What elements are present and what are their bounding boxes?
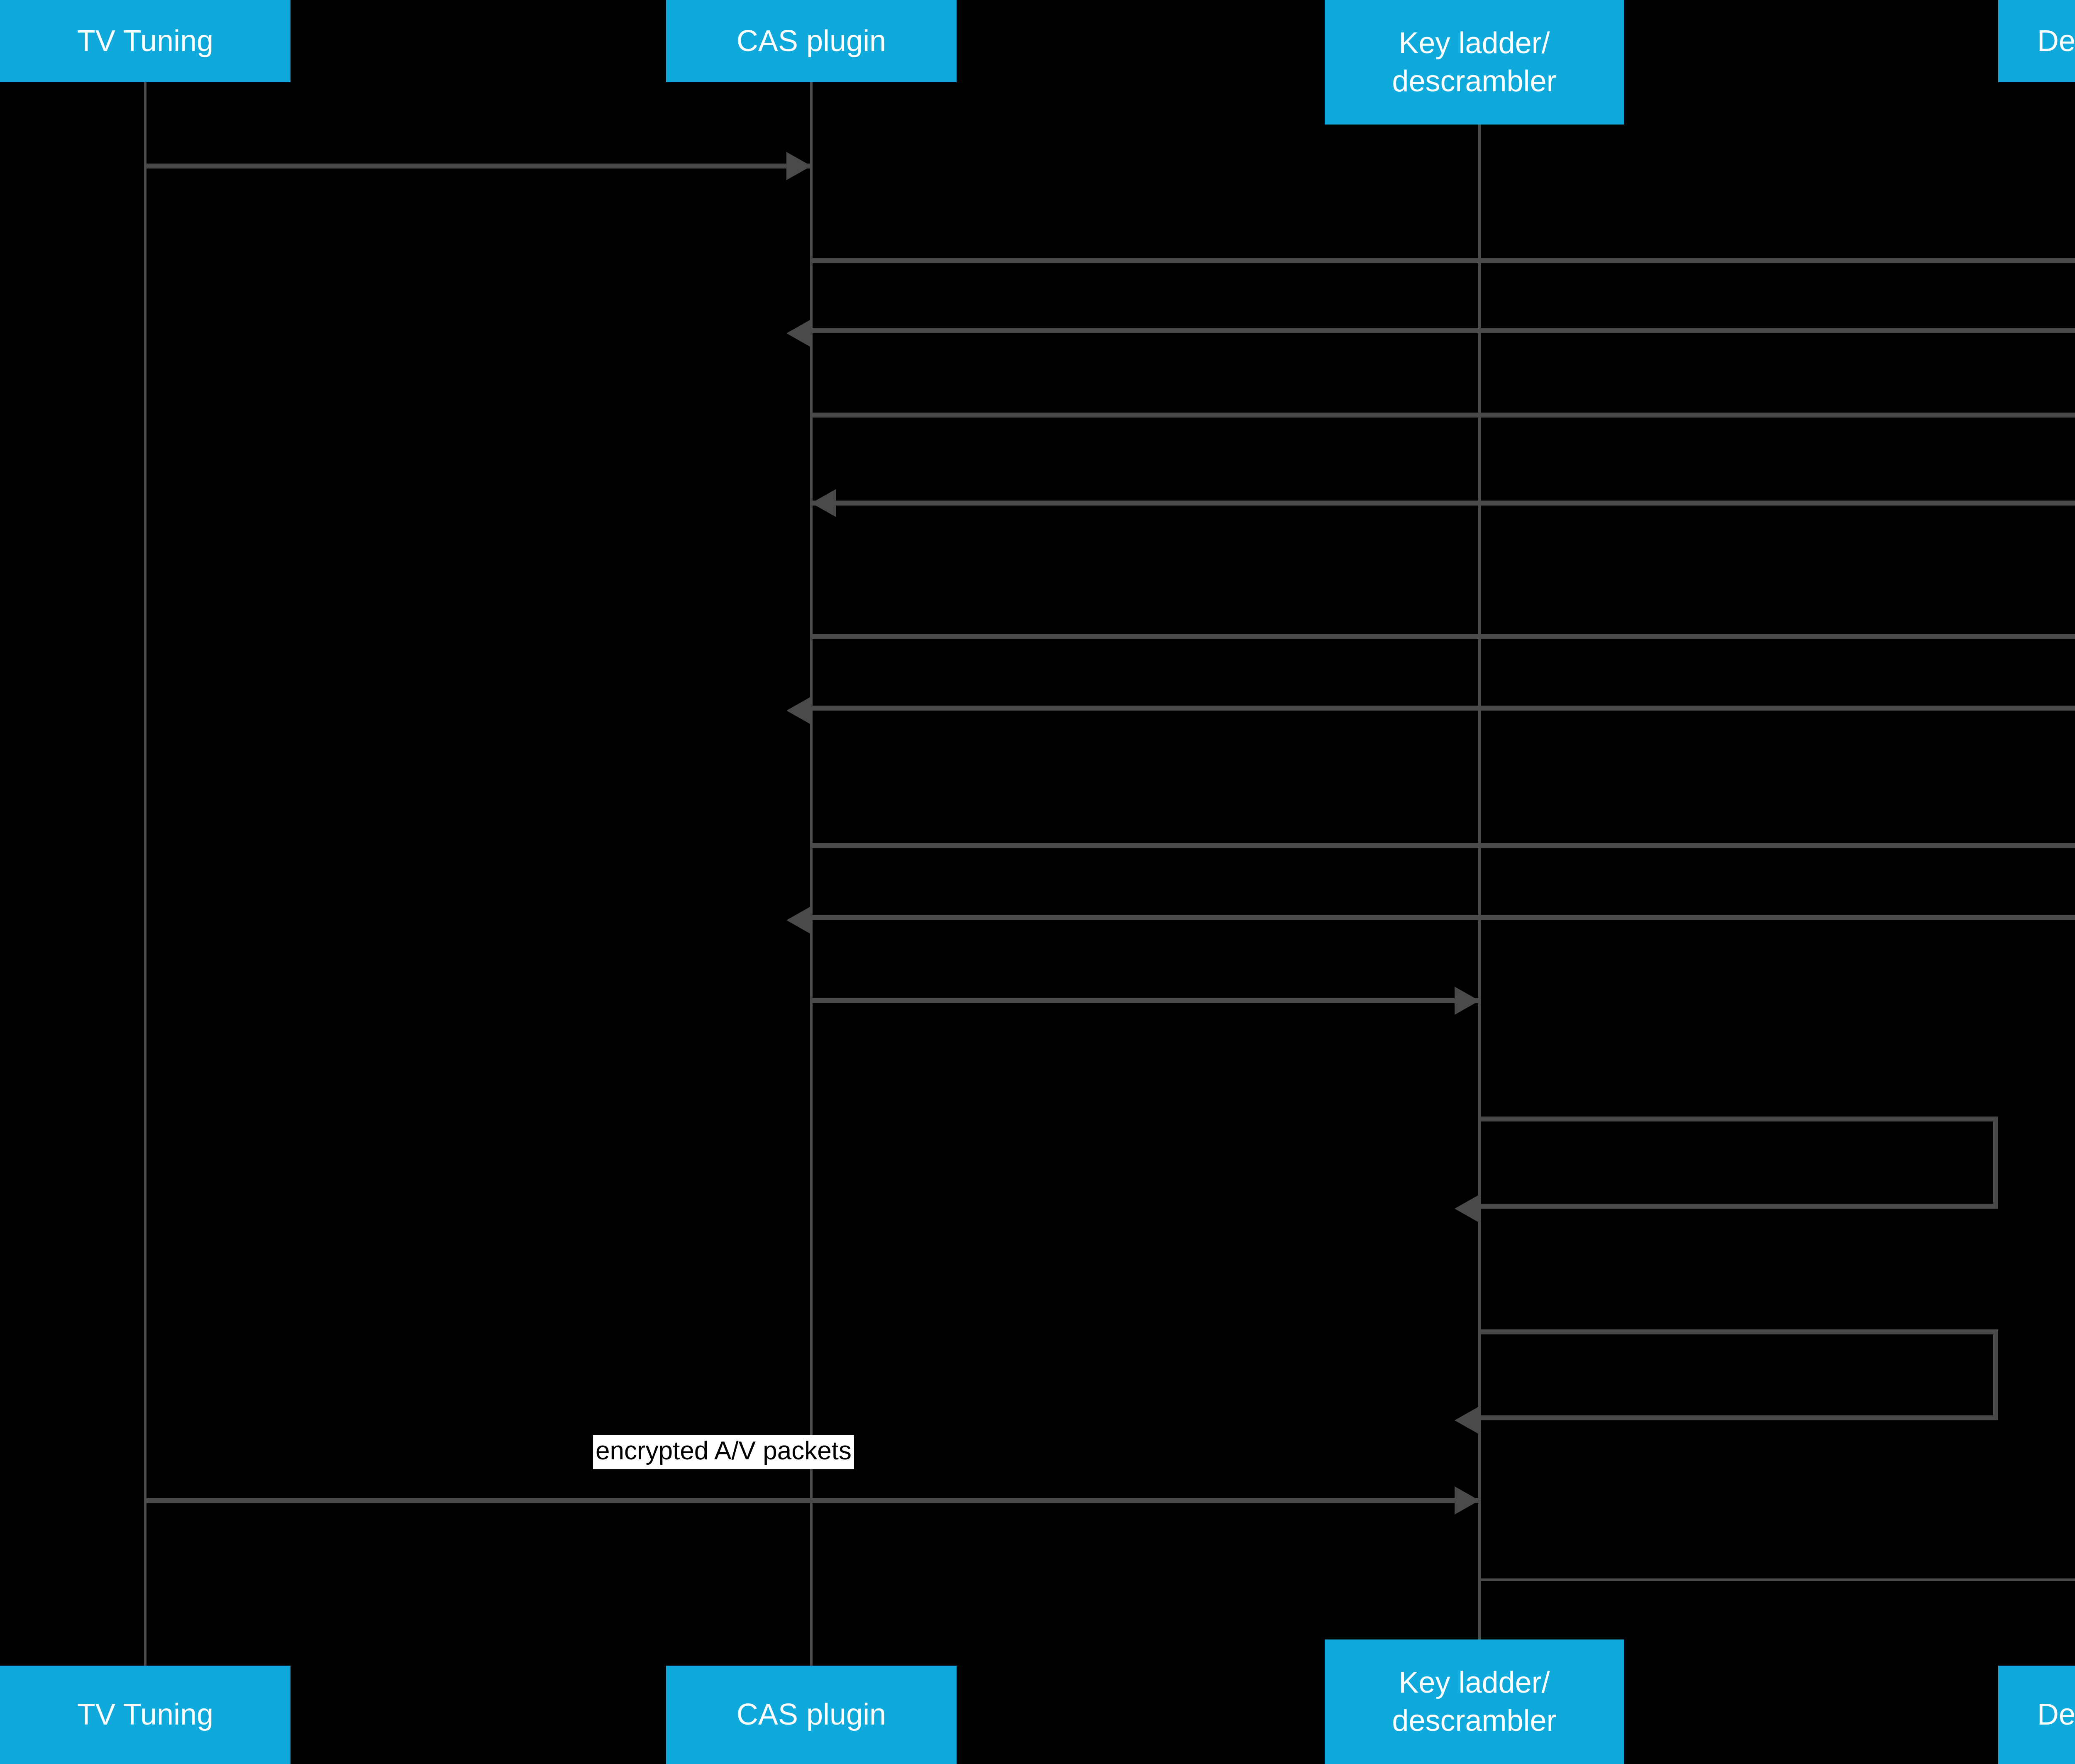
lifeline-key-ladder-descrambler: [1478, 125, 1481, 1639]
arrowhead-left-icon: [786, 906, 811, 934]
participant-footer-tv-tuning[interactable]: TV Tuning: [0, 1666, 290, 1764]
participant-footer-decode-display[interactable]: Decode, display: [1998, 1666, 2075, 1764]
participant-header-tv-tuning[interactable]: TV Tuning: [0, 0, 290, 82]
arrowhead-left-icon: [811, 489, 836, 517]
message-line: [811, 501, 2075, 506]
self-message-m8[interactable]: [1479, 1117, 1998, 1209]
participant-footer-cas-plugin[interactable]: CAS plugin: [666, 1666, 957, 1764]
message-line: [145, 1498, 1479, 1503]
arrowhead-left-icon: [1455, 1406, 1479, 1434]
participant-label: TV Tuning: [77, 1698, 214, 1732]
participant-label: CAS plugin: [736, 1698, 886, 1732]
self-message-m2[interactable]: [811, 258, 2075, 333]
participant-header-key-ladder-descrambler[interactable]: Key ladder/ descrambler: [1325, 0, 1624, 125]
arrowhead-left-icon: [786, 319, 811, 347]
participant-label: Key ladder/ descrambler: [1392, 26, 1557, 98]
participant-header-decode-display[interactable]: Decode, display: [1998, 0, 2075, 82]
participant-label: TV Tuning: [77, 24, 214, 58]
message-line: [811, 998, 1479, 1003]
lifeline-tv-tuning: [144, 82, 146, 1666]
arrowhead-left-icon: [786, 696, 811, 725]
arrowhead-right-icon: [786, 152, 811, 180]
self-message-m6[interactable]: [811, 843, 2075, 920]
participant-label: Decode, display: [2037, 24, 2075, 58]
lifeline-cas-plugin: [810, 82, 813, 1666]
arrowhead-left-icon: [1455, 1195, 1479, 1223]
message-label-m10: encrypted A/V packets: [593, 1435, 854, 1470]
arrowhead-right-icon: [1455, 1486, 1479, 1515]
participant-footer-key-ladder-descrambler[interactable]: Key ladder/ descrambler: [1325, 1639, 1624, 1764]
self-message-m5[interactable]: [811, 634, 2075, 711]
message-line: [145, 164, 811, 169]
participant-label: Decode, display: [2037, 1698, 2075, 1732]
message-line: [811, 413, 2075, 418]
participant-header-cas-plugin[interactable]: CAS plugin: [666, 0, 957, 82]
message-line: [1479, 1578, 2075, 1581]
participant-label: CAS plugin: [736, 24, 886, 58]
self-message-m9[interactable]: [1479, 1329, 1998, 1420]
arrowhead-right-icon: [1455, 987, 1479, 1015]
participant-label: Key ladder/ descrambler: [1392, 1666, 1557, 1737]
